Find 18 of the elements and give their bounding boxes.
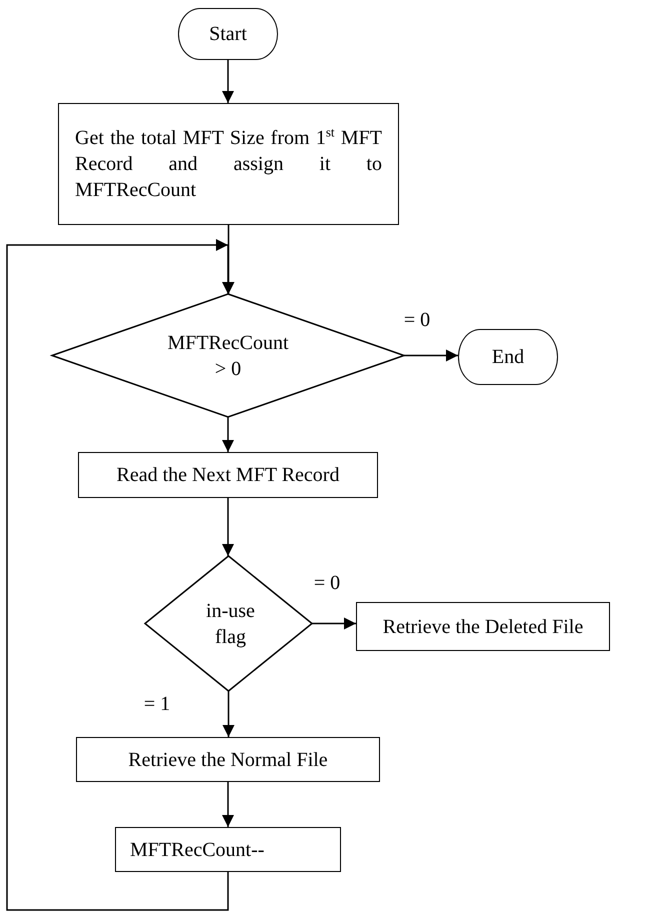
process-box xyxy=(76,737,380,782)
decision-diamond xyxy=(52,294,404,417)
node-text: MFTRecCount-- xyxy=(129,838,266,862)
node-text: Retrieve the Normal File xyxy=(127,748,329,772)
node-text: Read the Next MFT Record xyxy=(116,463,340,488)
node-text: MFTRecCount > 0 xyxy=(166,330,290,382)
terminal-pill xyxy=(178,8,278,60)
node-text: Retrieve the Deleted File xyxy=(382,614,584,640)
process-box xyxy=(115,827,341,872)
node-text: Start xyxy=(208,22,248,47)
decision-diamond xyxy=(145,556,312,691)
process-box xyxy=(356,602,610,651)
node-text: in-use flag xyxy=(205,598,256,650)
node-text: Get the total MFT Size from 1$^{st}$ MFT Record and assign it to MFTRecCount xyxy=(74,125,383,203)
process-box xyxy=(58,103,399,225)
terminal-pill xyxy=(458,329,558,385)
node-text: End xyxy=(490,345,526,370)
process-box xyxy=(78,452,378,498)
